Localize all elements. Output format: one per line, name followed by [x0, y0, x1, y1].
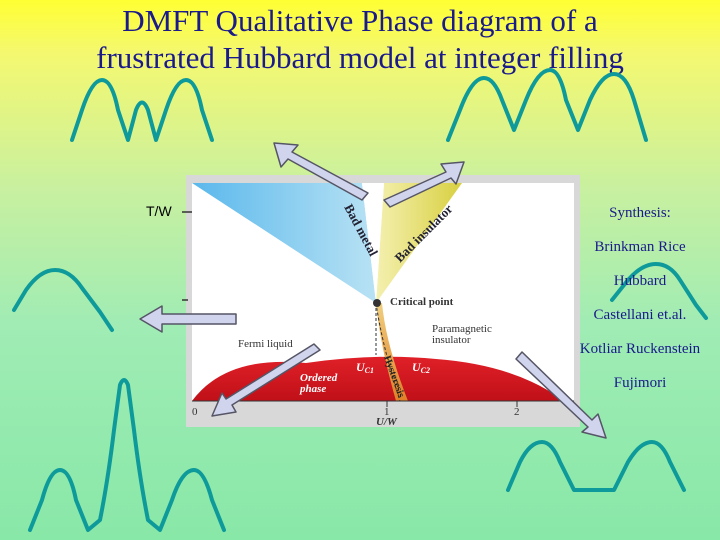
spectral-curve-mid-left	[12, 268, 114, 332]
synthesis-heading: Synthesis:	[609, 205, 671, 221]
x-axis-label: U/W	[376, 416, 398, 427]
spectral-curve-bottom-right	[506, 440, 686, 492]
x-tick-2: 2	[514, 406, 520, 418]
synthesis-item: Fujimori	[613, 375, 667, 391]
x-tick-1: 1	[384, 406, 390, 418]
slide-title: DMFT Qualitative Phase diagram of a frus…	[0, 2, 720, 76]
synthesis-item: Castellani et.al.	[593, 307, 687, 323]
ordered-phase-label-1: Ordered	[300, 372, 338, 384]
fermi-liquid-label: Fermi liquid	[238, 338, 293, 350]
title-line-2: frustrated Hubbard model at integer fill…	[96, 40, 624, 75]
spectral-curve-top-right	[446, 68, 648, 142]
uc1-label: UC1	[356, 360, 374, 375]
synthesis-item: Hubbard	[613, 273, 667, 289]
y-axis-label: T/W	[146, 203, 172, 219]
spectral-curve-mid-right	[610, 262, 708, 320]
uc2-label: UC2	[412, 360, 430, 375]
spectral-curve-bottom-left	[28, 378, 226, 532]
ordered-phase-label-2: phase	[299, 383, 326, 395]
critical-point-label: Critical point	[390, 296, 454, 308]
paramagnetic-label-1: Paramagnetic	[432, 323, 492, 335]
hysteresis-region	[376, 303, 408, 401]
phase-diagram: Bad metal Bad insulator Critical point P…	[192, 183, 574, 428]
synthesis-item: Kotliar Ruckenstein	[579, 341, 701, 357]
x-tick-0: 0	[192, 406, 198, 418]
arrow-up-right	[383, 161, 465, 208]
critical-point-marker	[373, 299, 381, 307]
bad-metal-region	[192, 183, 376, 303]
paramagnetic-label-2: insulator	[432, 334, 471, 346]
arrow-up-left	[273, 142, 369, 201]
arrow-down-left	[211, 343, 321, 417]
arrow-down-right	[515, 351, 607, 439]
arrow-left	[139, 305, 237, 333]
synthesis-list: Synthesis: Brinkman Rice Hubbard Castell…	[560, 196, 720, 400]
bad-insulator-region	[376, 183, 462, 303]
synthesis-item: Brinkman Rice	[594, 239, 686, 255]
title-line-1: DMFT Qualitative Phase diagram of a	[122, 3, 598, 38]
spectral-curve-top-left	[70, 78, 214, 142]
